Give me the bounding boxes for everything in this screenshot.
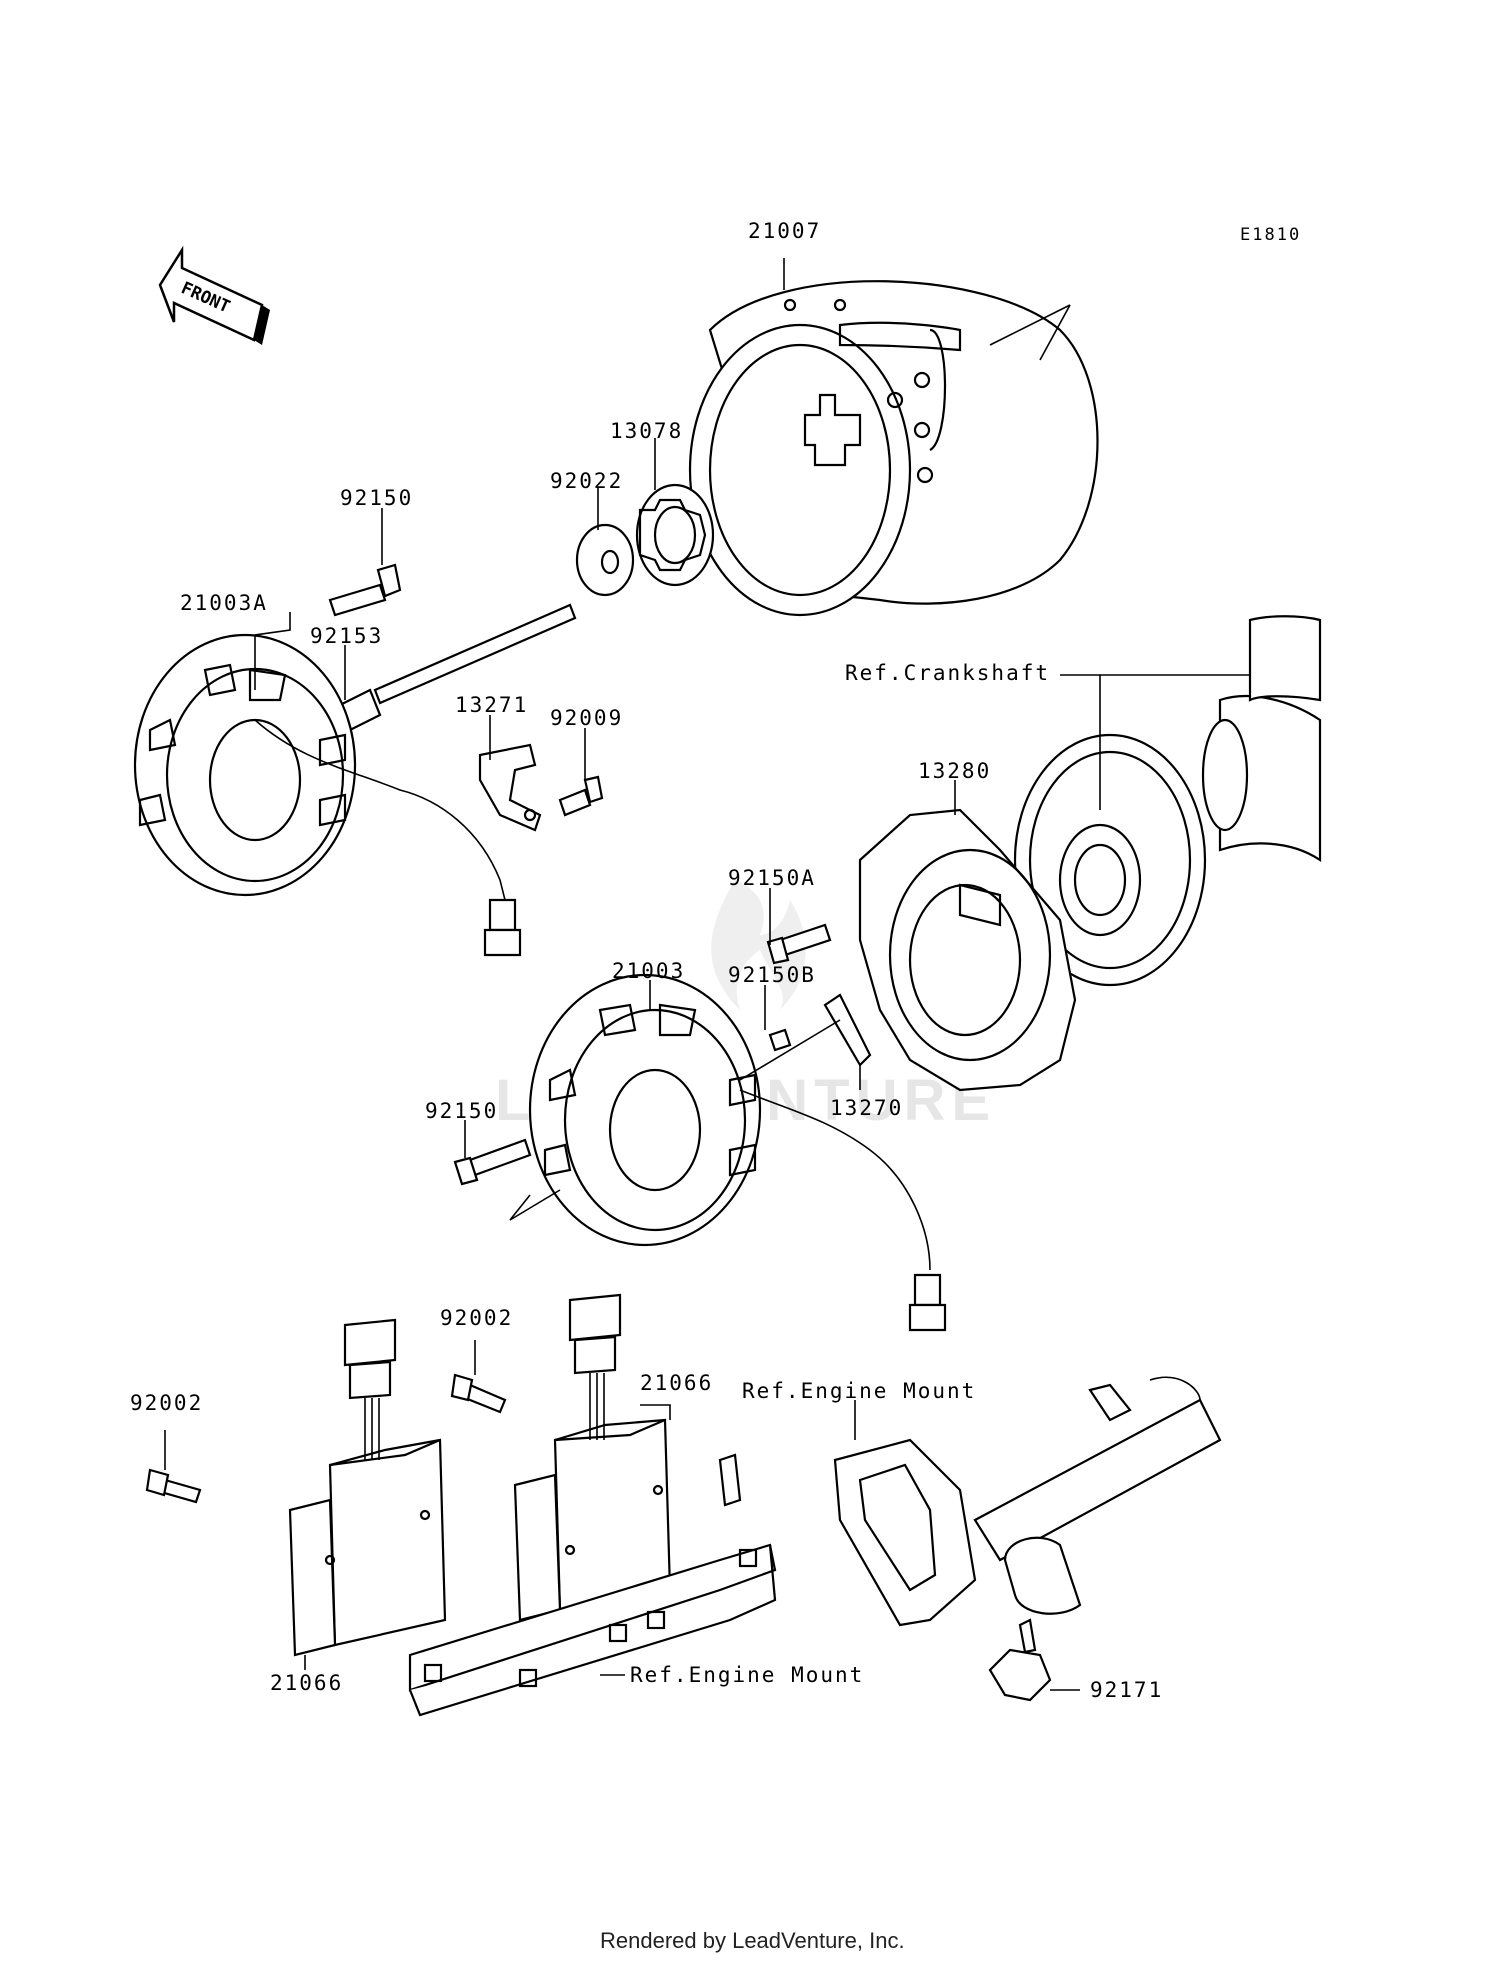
footer-credit: Rendered by LeadVenture, Inc. (600, 1928, 905, 1953)
bolt-92150-top (328, 563, 402, 617)
label-21066-bottom: 21066 (270, 1671, 343, 1695)
label-21007: 21007 (748, 219, 821, 243)
diagram-code: E1810 (1240, 225, 1301, 245)
bolt-92150-mid (453, 1138, 532, 1186)
label-92002-mid: 92002 (440, 1306, 513, 1330)
label-92171: 92171 (1090, 1678, 1163, 1702)
label-92022: 92022 (550, 469, 623, 493)
label-ref-crankshaft: Ref.Crankshaft (845, 661, 1050, 685)
label-21003: 21003 (612, 959, 685, 983)
label-21003a: 21003A (180, 591, 268, 615)
label-92150-top: 92150 (340, 486, 413, 510)
engine-mount-bracket-bottom (408, 1453, 777, 1717)
label-21066-top: 21066 (640, 1371, 713, 1395)
label-ref-engine-mount-top: Ref.Engine Mount (742, 1379, 976, 1403)
bracket-13271 (478, 743, 542, 832)
long-bolt (338, 603, 577, 732)
regulator-right (513, 1293, 672, 1622)
plate-13270 (823, 993, 872, 1067)
label-92153: 92153 (310, 624, 383, 648)
stator-21003 (509, 973, 947, 1332)
cover-13280 (858, 808, 1077, 1092)
starter-clutch-gear (635, 483, 715, 587)
label-92009: 92009 (550, 706, 623, 730)
label-92150a: 92150A (728, 866, 816, 890)
label-92150b: 92150B (728, 963, 816, 987)
flywheel-rotor (688, 258, 1099, 617)
label-13270: 13270 (830, 1096, 903, 1120)
label-ref-engine-mount-bottom: Ref.Engine Mount (630, 1663, 864, 1687)
label-92150-mid: 92150 (425, 1099, 498, 1123)
washer (575, 523, 635, 597)
bolt-92002-mid (450, 1373, 507, 1414)
label-13271: 13271 (455, 693, 528, 717)
bolt-92002-left (145, 1468, 202, 1504)
crankshaft-gear (1013, 615, 1322, 987)
label-92002-left: 92002 (130, 1391, 203, 1415)
label-13078: 13078 (610, 419, 683, 443)
label-13280: 13280 (918, 759, 991, 783)
bolt-92150a (766, 923, 832, 965)
regulator-left (288, 1318, 447, 1657)
screw-92009 (558, 775, 604, 817)
engine-mount-right (833, 1376, 1222, 1702)
bolt-92150b (768, 1028, 792, 1052)
stator-21003a (133, 633, 522, 957)
front-arrow-icon: FRONT (158, 245, 270, 345)
